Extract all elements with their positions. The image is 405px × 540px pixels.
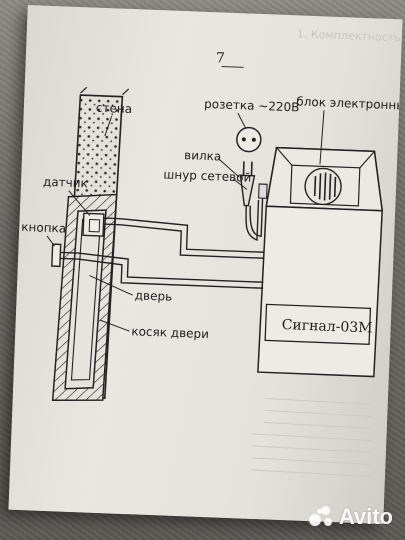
power-cord-line — [245, 199, 260, 241]
label-door-frame: косяк двери — [131, 324, 209, 341]
label-socket: розетка ~220В — [204, 97, 300, 115]
label-electronic-unit: блок электронный — [296, 94, 402, 112]
avito-watermark: Avito — [308, 504, 393, 530]
socket-shape — [236, 126, 262, 153]
header-text: 1. Комплектность — [297, 27, 401, 44]
label-door: дверь — [134, 288, 172, 303]
label-button: кнопка — [21, 220, 66, 236]
label-wall: стена — [96, 101, 133, 116]
label-plug: вилка — [184, 148, 222, 163]
faint-text-lines — [250, 397, 373, 477]
page-number-rule — [221, 65, 244, 68]
label-sensor: датчик — [43, 175, 88, 191]
label-power-cord: шнур сетевой — [163, 167, 251, 184]
watermark-text: Avito — [338, 504, 393, 529]
unit-body-shape — [257, 205, 383, 378]
device-name: Сигнал-03М — [281, 317, 372, 336]
avito-logo-icon — [308, 506, 335, 528]
cord-inlet — [258, 183, 268, 199]
page-number: 7 — [216, 50, 226, 66]
button-cable — [60, 251, 264, 283]
button-shape — [51, 243, 62, 268]
wiring-diagram: 1. Комплектность 7 Сигнал-03М — [21, 27, 403, 477]
device-name-plate — [264, 303, 372, 346]
plug-shape — [239, 174, 256, 207]
sensor-cable — [103, 217, 265, 253]
speaker-grille — [304, 167, 342, 206]
paper-sheet: 1. Комплектность 7 Сигнал-03М — [8, 4, 403, 525]
sensor-shape — [82, 212, 105, 237]
